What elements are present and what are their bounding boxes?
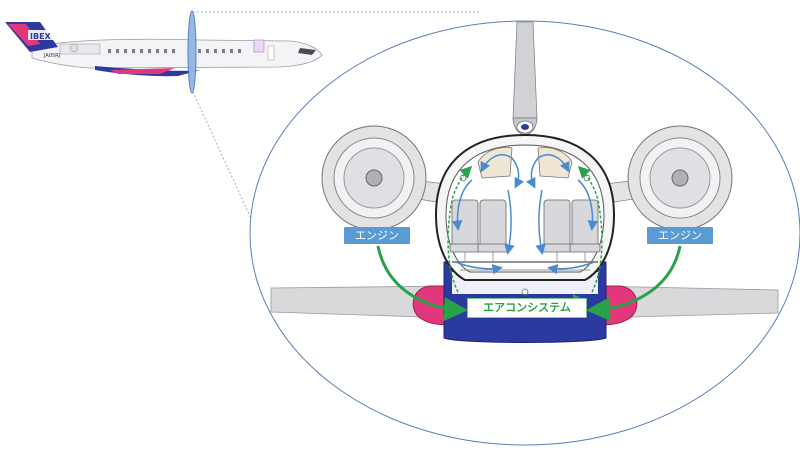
engine-right-label: エンジン: [647, 227, 713, 244]
fuselage-cross-section: [434, 133, 616, 296]
cabin-airflow-arrows: [451, 154, 599, 275]
engine-left: [321, 125, 427, 231]
bleed-air-arrows: [376, 245, 682, 322]
aircraft-registration: JA05RJ: [43, 53, 60, 59]
engine-left-label: エンジン: [344, 227, 410, 244]
aircraft-logo: IBEX: [30, 32, 52, 41]
engine-right: [627, 125, 733, 231]
air-conditioning-system-label: エアコンシステム: [467, 298, 587, 318]
vertical-tail: [512, 21, 538, 135]
zoom-guide-lines: [192, 11, 480, 261]
section-plane: [187, 10, 197, 94]
aircraft-side-view: IBEX JA05RJ: [5, 10, 323, 94]
